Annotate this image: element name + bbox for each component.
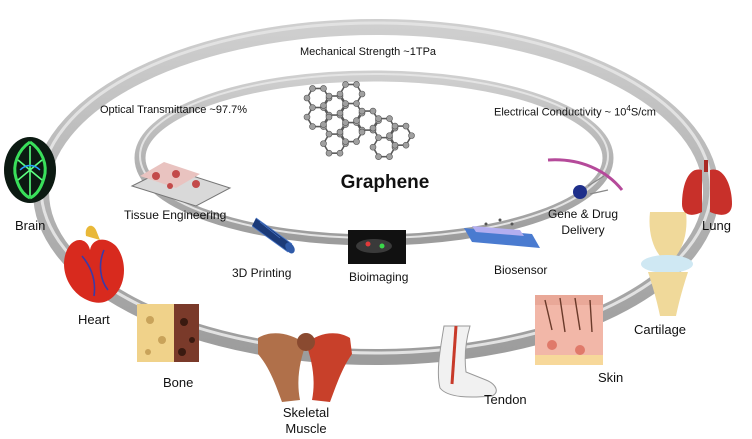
graphene-atom	[320, 102, 327, 109]
graphene-atom	[320, 140, 327, 147]
graphene-atom	[325, 130, 333, 138]
graphene-atom	[309, 104, 316, 111]
graphene-atom	[358, 128, 366, 136]
graphene-title: Graphene	[340, 172, 430, 193]
graphene-atom	[353, 100, 360, 107]
electrical-conductivity-label: Electrical Conductivity ~ 104S/cm	[494, 104, 656, 119]
brain-mri-icon	[4, 137, 56, 203]
skin-label: Skin	[598, 370, 624, 385]
skeletal-muscle-line2: Muscle	[285, 421, 327, 436]
graphene-atom	[342, 100, 349, 107]
graphene-atom	[375, 134, 382, 141]
optical-transmittance-label: Optical Transmittance ~97.7%	[100, 104, 248, 116]
graphene-atom	[402, 141, 410, 149]
biosensor-label: Biosensor	[494, 263, 548, 277]
brain-label: Brain	[15, 218, 46, 233]
3d-printing-label: 3D Printing	[232, 266, 292, 280]
graphene-atom	[391, 141, 399, 149]
gene-drug-delivery-label: Gene & Drug Delivery	[538, 206, 628, 238]
graphene-atom	[375, 153, 382, 160]
tendon-label: Tendon	[484, 392, 527, 407]
nanotube-cylinder-icon	[251, 217, 295, 254]
lung-label: Lung	[702, 218, 731, 233]
graphene-atom	[369, 124, 377, 132]
electrical-conductivity-exponent: 4	[626, 104, 631, 113]
heart-icon	[64, 225, 124, 303]
graphene-atom	[320, 85, 327, 92]
graphene-atom	[303, 94, 311, 102]
graphene-atom	[391, 122, 399, 130]
graphene-atom	[386, 115, 393, 122]
graphene-atom	[336, 90, 344, 98]
bone-icon	[137, 304, 199, 362]
nanocarrier-icon	[547, 158, 624, 199]
electrical-conductivity-unit: S/cm	[630, 106, 656, 119]
graphene-atom	[358, 107, 366, 115]
graphene-atom	[342, 81, 349, 88]
graphene-atom	[325, 149, 333, 157]
graphene-atom	[386, 132, 393, 139]
graphene-atom	[353, 81, 360, 88]
foot-tendon-icon	[437, 325, 497, 398]
graphene-atom	[303, 113, 311, 121]
graphene-atom	[342, 138, 349, 145]
graphene-atom	[342, 119, 349, 126]
graphene-lattice-icon	[303, 81, 415, 160]
electrical-conductivity-prefix: Electrical Conductivity ~ 10	[494, 106, 627, 119]
graphene-atom	[336, 128, 344, 136]
graphene-atom	[353, 117, 360, 124]
bone-label: Bone	[163, 375, 194, 390]
cartilage-label: Cartilage	[634, 322, 687, 337]
biosensor-chip-icon	[464, 218, 540, 248]
graphene-atom	[375, 115, 382, 122]
graphene-atom	[369, 107, 377, 115]
skeletal-muscle-label: Skeletal Muscle	[268, 405, 344, 437]
graphene-atom	[336, 109, 344, 117]
graphene-atom	[353, 138, 360, 145]
graphene-atom	[402, 122, 410, 130]
bioimaging-label: Bioimaging	[349, 270, 409, 284]
graphene-atom	[358, 90, 366, 98]
tissue-engineering-label: Tissue Engineering	[124, 208, 227, 222]
gene-drug-delivery-line2: Delivery	[561, 223, 605, 237]
skin-layers-icon	[535, 295, 603, 365]
cell-scaffold-icon	[130, 162, 232, 207]
graphene-atom	[309, 123, 316, 130]
graphene-atom	[369, 143, 377, 151]
heart-label: Heart	[78, 312, 110, 327]
graphene-atom	[325, 92, 333, 100]
graphene-atom	[386, 153, 393, 160]
graphene-atom	[408, 132, 415, 139]
graphene-atom	[336, 149, 344, 157]
gene-drug-delivery-line1: Gene & Drug	[547, 207, 619, 221]
knee-joint-icon	[641, 212, 693, 316]
arm-wrestling-icon	[258, 333, 352, 402]
mechanical-strength-label: Mechanical Strength ~1TPa	[299, 46, 437, 58]
graphene-atom	[320, 121, 327, 128]
graphene-atom	[325, 113, 333, 121]
mouse-imaging-icon	[348, 230, 406, 264]
graphene-atom	[309, 85, 316, 92]
lungs-icon	[682, 160, 732, 215]
skeletal-muscle-line1: Skeletal	[282, 405, 330, 420]
